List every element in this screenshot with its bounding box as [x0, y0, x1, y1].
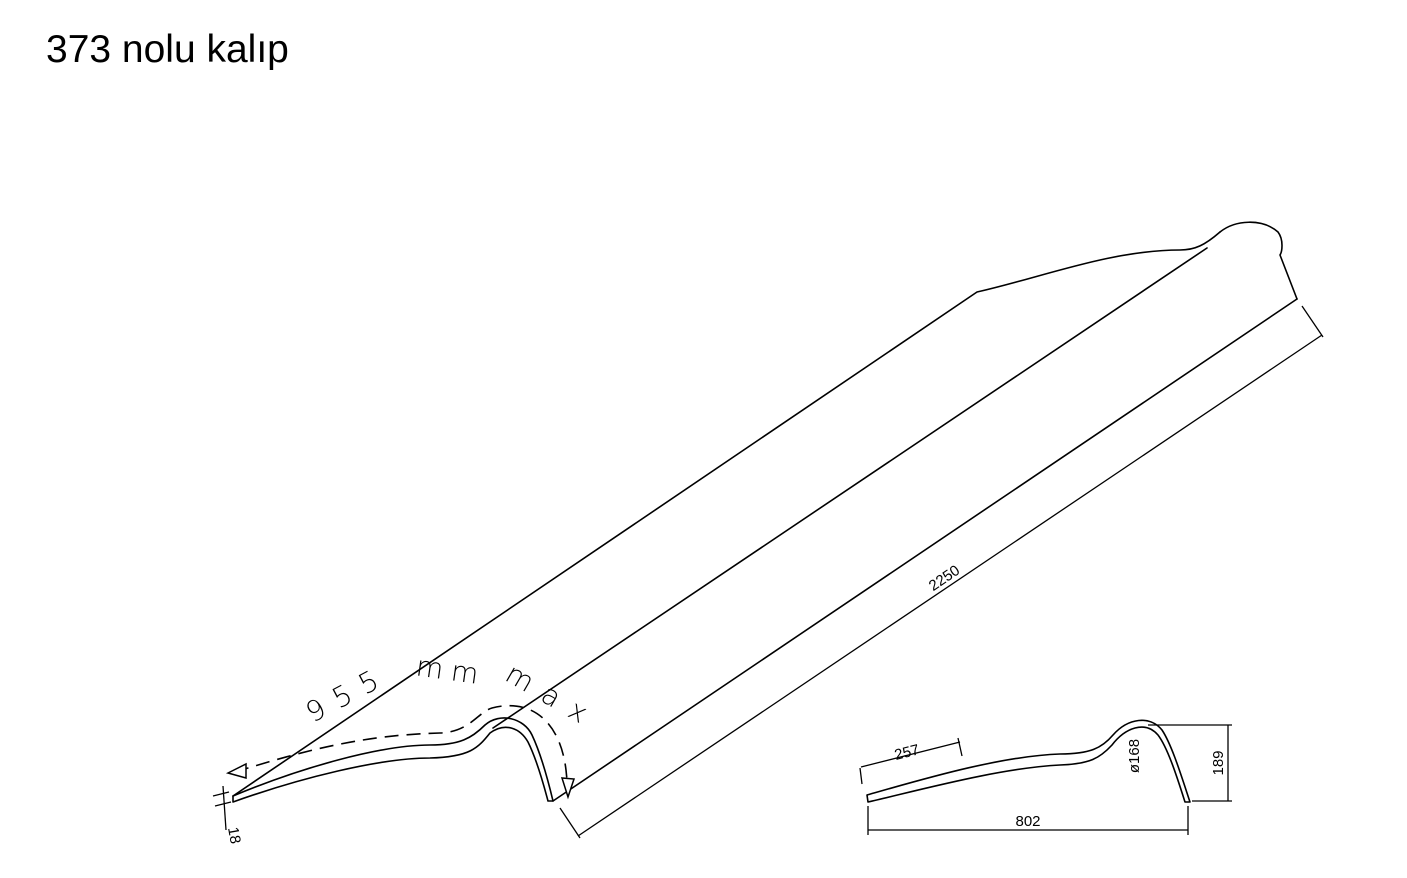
thickness-dimension: 18	[212, 785, 244, 845]
front-profile	[232, 717, 554, 803]
section-flat-ext-right	[957, 737, 963, 757]
thickness-tick-bottom	[214, 801, 232, 807]
arrowhead-left	[225, 762, 247, 779]
section-flat-dim-line	[860, 741, 961, 768]
cross-section-view: 257 802 189 ø168	[859, 719, 1232, 835]
arrowhead-down	[560, 777, 576, 800]
lower-longitudinal-line	[552, 298, 1298, 802]
thickness-tick-top	[212, 791, 230, 797]
section-flat-ext-left	[859, 767, 863, 785]
note-word-mm: mm	[414, 649, 488, 691]
length-dim-line	[577, 334, 1323, 837]
top-ridge-line	[232, 231, 1221, 797]
note-word-max: max	[500, 657, 606, 737]
max-length-dashed-arrow	[234, 704, 569, 791]
length-dimension: 2250	[559, 305, 1324, 839]
section-height-label: 189	[1210, 750, 1227, 775]
section-profile	[866, 719, 1191, 803]
section-diameter-label: ø168	[1126, 739, 1143, 773]
section-width-label: 802	[1015, 813, 1040, 830]
section-flat-label: 257	[893, 741, 921, 764]
length-ext-back	[1301, 305, 1324, 338]
thickness-dim-line	[222, 785, 227, 831]
mould-3d-view	[232, 221, 1298, 803]
crest-longitudinal-line	[492, 247, 1208, 729]
length-ext-front	[559, 807, 581, 839]
max-length-annotation: 955 mm max	[225, 649, 606, 800]
page-title: 373 nolu kalıp	[46, 28, 289, 71]
back-end-cap	[1219, 221, 1298, 300]
thickness-dimension-label: 18	[224, 826, 244, 845]
